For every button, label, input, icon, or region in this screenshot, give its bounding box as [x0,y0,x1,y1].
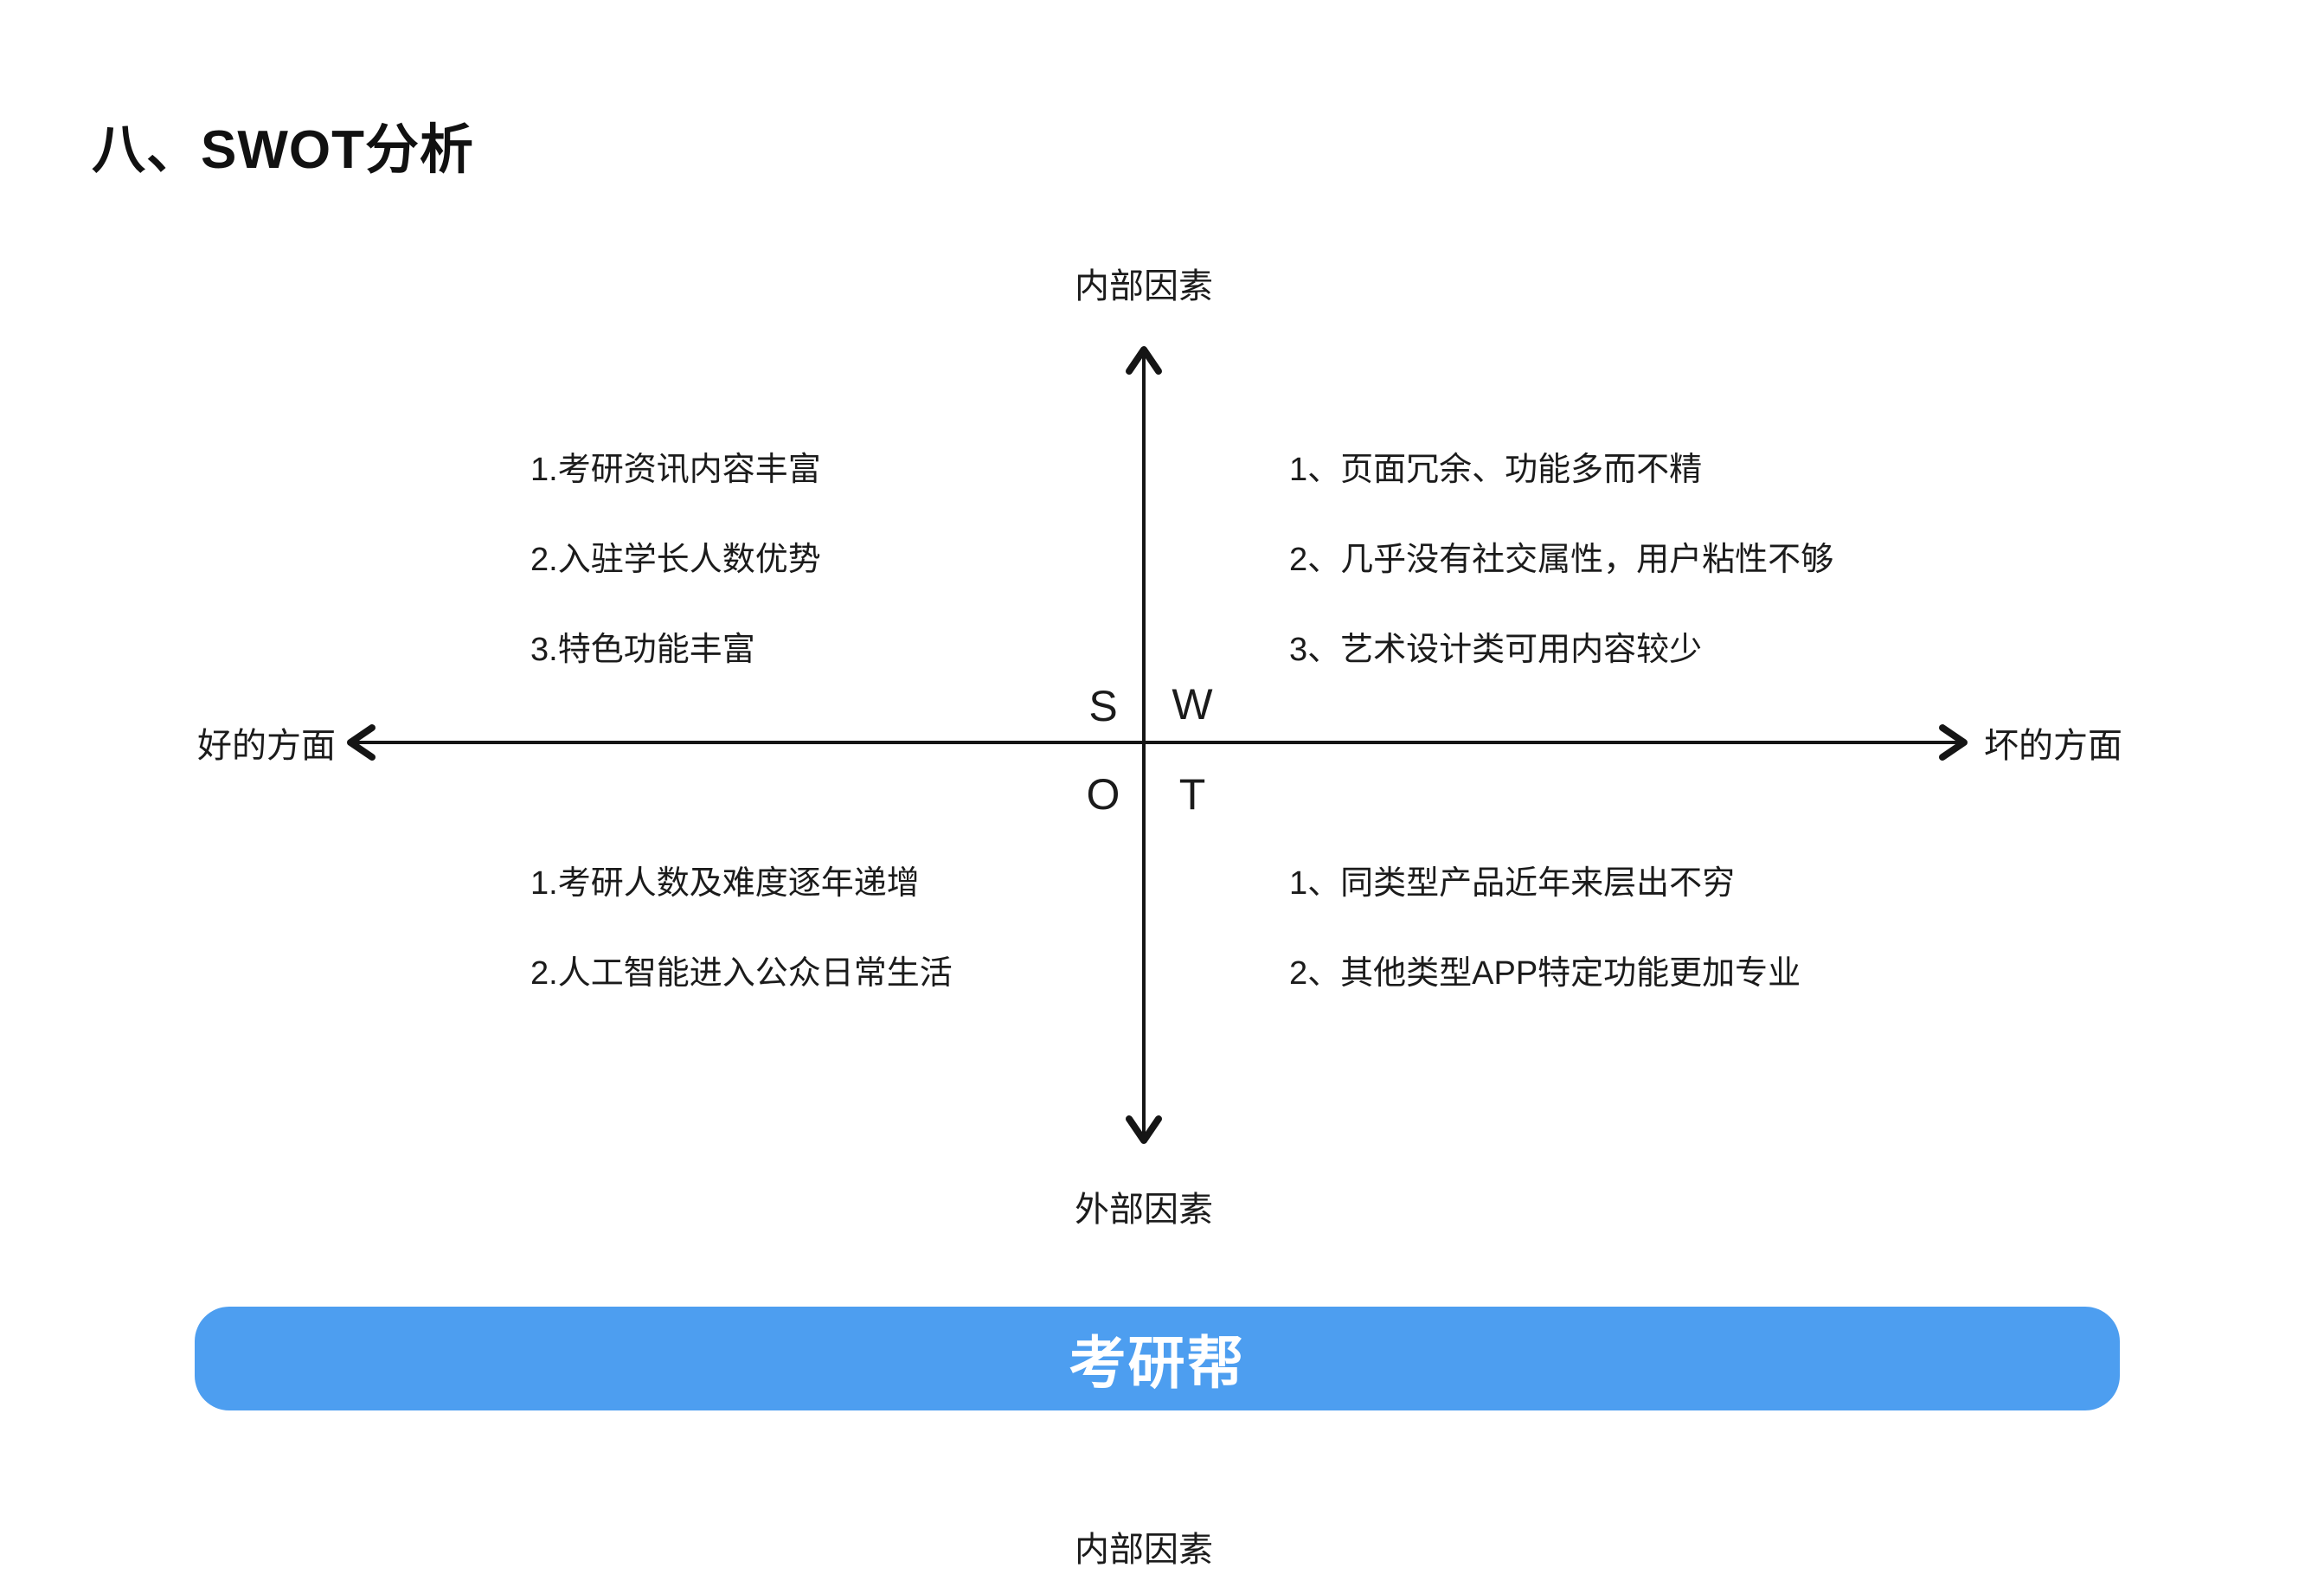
letter-opportunities: O [1086,770,1120,819]
arrow-left-icon [347,724,376,761]
threat-item: 1、同类型产品近年来层出不穷 [1289,865,1736,902]
kaoyanbang-banner-label: 考研帮 [1069,1331,1246,1395]
opportunities-list: 1.考研人数及难度逐年递增 2.人工智能进入公众日常生活 [530,864,953,993]
bad-aspects-label: 坏的方面 [1984,727,2122,765]
page-title: 八、SWOT分析 [92,120,474,180]
strength-item: 1.考研资讯内容丰富 [530,452,821,488]
threats-list: 1、同类型产品近年来层出不穷 2、其他类型APP特定功能更加专业 [1289,864,1801,993]
arrow-up-icon [1126,346,1162,375]
threat-item: 2、其他类型APP特定功能更加专业 [1289,955,1801,992]
weakness-item: 3、艺术设计类可用内容较少 [1289,632,1703,668]
opportunity-item: 2.人工智能进入公众日常生活 [530,955,953,992]
weakness-item: 1、页面冗余、功能多而不精 [1289,452,1703,488]
strengths-list: 1.考研资讯内容丰富 2.入驻学长人数优势 3.特色功能丰富 [530,450,821,670]
strength-item: 3.特色功能丰富 [530,632,755,668]
kaoyanbang-banner: 考研帮 [195,1307,2120,1410]
external-factors-label: 外部因素 [1075,1191,1213,1229]
letter-threats: T [1178,770,1206,819]
letter-weaknesses: W [1172,680,1213,729]
weaknesses-list: 1、页面冗余、功能多而不精 2、几乎没有社交属性，用户粘性不够 3、艺术设计类可… [1289,450,1833,670]
good-aspects-label: 好的方面 [197,727,336,765]
weakness-item: 2、几乎没有社交属性，用户粘性不够 [1289,542,1834,578]
internal-factors-label: 内部因素 [1075,267,1213,305]
opportunity-item: 1.考研人数及难度逐年递增 [530,865,920,902]
strength-item: 2.入驻学长人数优势 [530,542,821,578]
letter-strengths: S [1088,682,1118,730]
arrow-down-icon [1126,1115,1162,1144]
arrow-right-icon [1939,724,1968,761]
next-internal-factors-label: 内部因素 [1075,1531,1213,1569]
